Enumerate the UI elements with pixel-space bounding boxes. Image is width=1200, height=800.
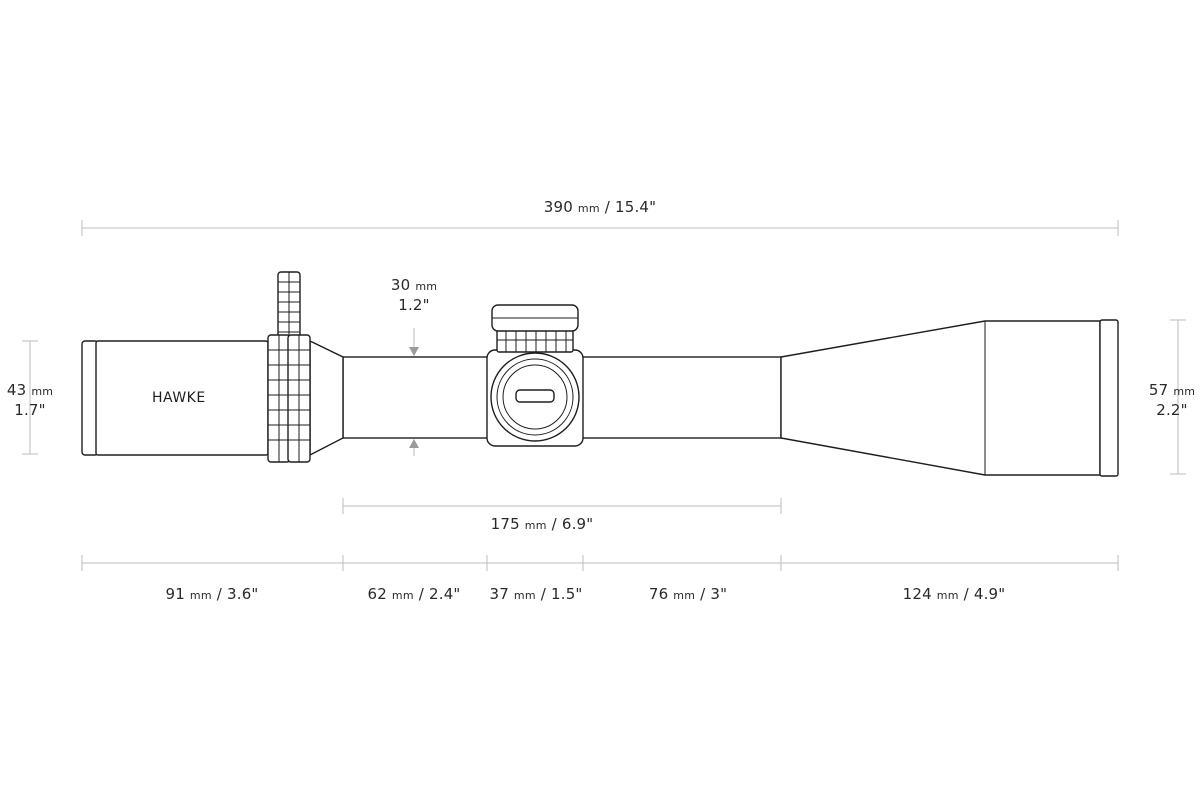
tube-diameter-unit: mm bbox=[415, 280, 438, 293]
objective-bell bbox=[780, 319, 1119, 477]
segment-inch: 3.6" bbox=[226, 585, 259, 603]
segment-label: 62 mm / 2.4" bbox=[367, 585, 460, 603]
overall-length-inch: 15.4" bbox=[614, 198, 657, 216]
magnification-ring bbox=[267, 334, 311, 463]
segment-mm: 91 bbox=[165, 585, 185, 603]
objective-diameter-unit: mm bbox=[1173, 385, 1196, 398]
brand-logo-text: HAWKE bbox=[152, 390, 206, 406]
eyepiece-diameter-inch: 1.7" bbox=[14, 401, 46, 419]
segment-inch: 4.9" bbox=[973, 585, 1006, 603]
segment-unit: mm bbox=[513, 589, 536, 602]
segment-label: 37 mm / 1.5" bbox=[489, 585, 582, 603]
objective-diameter-dimension-line bbox=[1170, 319, 1186, 475]
segment-inch: 3" bbox=[710, 585, 728, 603]
segment-mm: 62 bbox=[367, 585, 387, 603]
segment-dimension-line bbox=[81, 555, 1119, 571]
overall-length-label: 390 mm / 15.4" bbox=[544, 198, 657, 216]
segment-separator: / bbox=[700, 585, 706, 603]
eyepiece bbox=[81, 339, 344, 457]
overall-length-unit: mm bbox=[577, 202, 600, 215]
tube-diameter-label: 30 mm 1.2" bbox=[391, 276, 437, 315]
mounting-length-separator: / bbox=[551, 515, 557, 533]
eyepiece-diameter-label: 43 mm 1.7" bbox=[4, 381, 56, 420]
overall-length-dimension-line bbox=[81, 220, 1119, 236]
segment-label: 124 mm / 4.9" bbox=[903, 585, 1006, 603]
segment-mm: 76 bbox=[648, 585, 669, 603]
objective-diameter-mm: 57 bbox=[1148, 381, 1169, 399]
segment-inch: 2.4" bbox=[428, 585, 461, 603]
segment-unit: mm bbox=[673, 589, 696, 602]
segment-separator: / bbox=[540, 585, 547, 603]
segment-label: 91 mm / 3.6" bbox=[165, 585, 258, 603]
objective-diameter-inch: 2.2" bbox=[1156, 401, 1188, 419]
segment-separator: / bbox=[963, 585, 969, 603]
mounting-length-dimension-line bbox=[342, 498, 782, 514]
segment-unit: mm bbox=[189, 589, 212, 602]
eyepiece-diameter-mm: 43 bbox=[6, 381, 27, 399]
segment-mm: 124 bbox=[902, 585, 932, 603]
windage-turret bbox=[490, 352, 580, 442]
segment-mm: 37 bbox=[489, 585, 509, 603]
eyepiece-diameter-unit: mm bbox=[31, 385, 54, 398]
eyepiece-diameter-dimension-line bbox=[22, 340, 38, 455]
segment-inch: 1.5" bbox=[550, 585, 583, 603]
segment-label: 76 mm / 3" bbox=[649, 585, 727, 603]
mounting-length-inch: 6.9" bbox=[561, 515, 594, 533]
overall-length-mm: 390 bbox=[543, 198, 573, 216]
mounting-length-unit: mm bbox=[524, 519, 547, 532]
segment-unit: mm bbox=[391, 589, 414, 602]
mounting-length-label: 175 mm / 6.9" bbox=[491, 515, 594, 533]
tube-diameter-arrows bbox=[409, 328, 419, 456]
segment-unit: mm bbox=[936, 589, 959, 602]
segment-separator: / bbox=[418, 585, 425, 603]
mounting-length-mm: 175 bbox=[490, 515, 520, 533]
objective-diameter-label: 57 mm 2.2" bbox=[1146, 381, 1198, 420]
tube-diameter-inch: 1.2" bbox=[398, 296, 430, 314]
segment-separator: / bbox=[216, 585, 223, 603]
overall-length-separator: / bbox=[604, 198, 610, 216]
side-knob bbox=[277, 271, 301, 343]
tube-diameter-mm: 30 bbox=[390, 276, 411, 294]
